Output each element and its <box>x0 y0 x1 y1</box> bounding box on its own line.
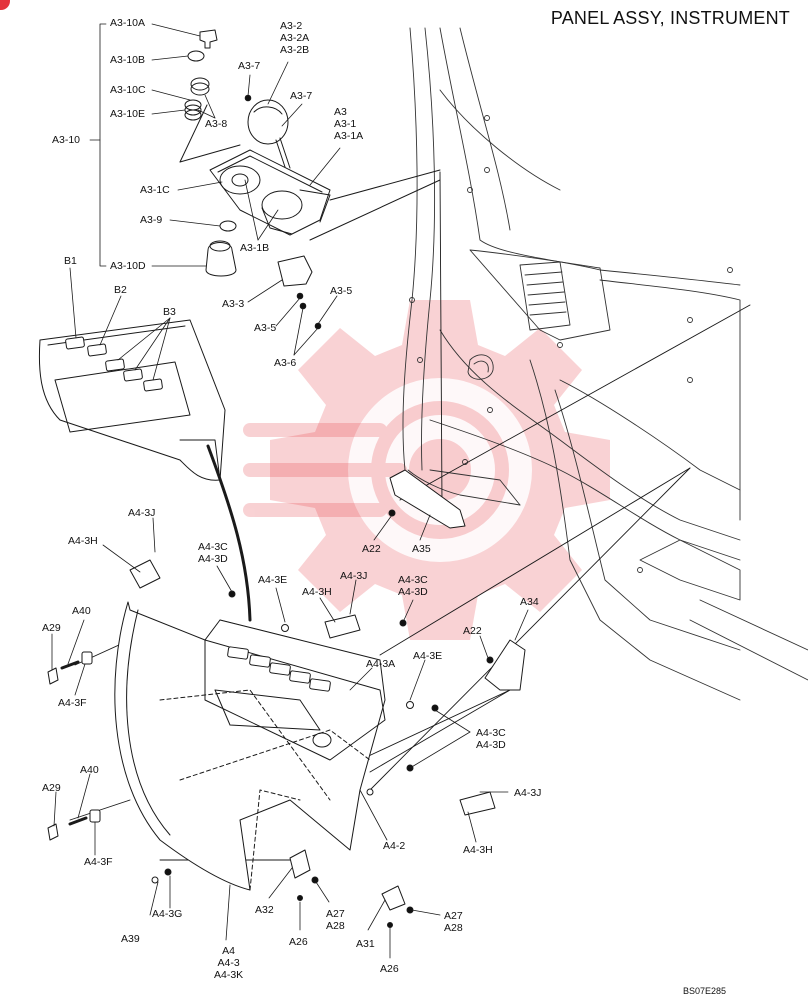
label-a3-group: A3 A3-1 A3-1A <box>334 106 364 142</box>
label-a4-2: A4-2 <box>383 840 406 852</box>
label-a4-3h-right: A4-3H <box>463 844 493 856</box>
label-a35: A35 <box>412 543 431 555</box>
watermark-rings <box>243 401 509 539</box>
label-a4-3c-3d-left: A4-3C A4-3D <box>198 541 228 565</box>
label-a3-7-top: A3-7 <box>238 60 261 72</box>
label-a3-5-left: A3-5 <box>254 322 277 334</box>
label-a22-right: A22 <box>463 625 482 637</box>
drawing-code: BS07E285 <box>682 986 726 996</box>
label-a4-3g: A4-3G <box>152 908 183 920</box>
label-b2: B2 <box>114 284 127 296</box>
label-a3-10e: A3-10E <box>110 108 146 120</box>
label-b3: B3 <box>163 306 176 318</box>
cab-structure <box>402 27 808 701</box>
label-a4-3c-3d-right: A4-3C A4-3D <box>476 727 506 751</box>
label-a3-6: A3-6 <box>274 357 297 369</box>
label-b1: B1 <box>64 255 77 267</box>
label-a26-left: A26 <box>289 936 308 948</box>
label-a4-3f-bottom: A4-3F <box>84 856 113 868</box>
label-a3-7-right: A3-7 <box>290 90 313 102</box>
label-a3-9: A3-9 <box>140 214 163 226</box>
label-a3-5-right: A3-5 <box>330 285 353 297</box>
assembly-guide-lines <box>69 171 751 861</box>
label-a4-3e-right: A4-3E <box>413 650 443 662</box>
label-a4-3j-center: A4-3J <box>340 570 368 582</box>
lower-panel-assembly <box>47 469 526 928</box>
leader-lines <box>51 23 529 959</box>
label-a31: A31 <box>356 938 375 950</box>
shift-lever-assembly <box>179 29 441 330</box>
label-a32: A32 <box>255 904 274 916</box>
label-a34: A34 <box>520 596 539 608</box>
label-a3-10d: A3-10D <box>110 260 146 272</box>
diagram-title: PANEL ASSY, INSTRUMENT <box>550 8 790 28</box>
label-a4-3a: A4-3A <box>366 658 396 670</box>
label-a3-10b: A3-10B <box>110 54 146 66</box>
label-a4-group: A4 A4-3 A4-3K <box>214 945 244 981</box>
label-a4-3h-center: A4-3H <box>302 586 332 598</box>
label-a4-3c-3d-center: A4-3C A4-3D <box>398 574 428 598</box>
label-a4-3f-top: A4-3F <box>58 697 87 709</box>
label-a4-3h-left: A4-3H <box>68 535 98 547</box>
label-a29-bottom: A29 <box>42 782 61 794</box>
label-a3-2-group: A3-2 A3-2A A3-2B <box>280 20 310 56</box>
label-a27-a28-right: A27 A28 <box>444 910 463 934</box>
label-a4-3e-left: A4-3E <box>258 574 288 586</box>
label-a40-bottom: A40 <box>80 764 99 776</box>
label-a27-a28-left: A27 A28 <box>326 908 345 932</box>
label-a3-1b: A3-1B <box>240 242 270 254</box>
label-a4-3j-left: A4-3J <box>128 507 156 519</box>
label-a3-1c: A3-1C <box>140 184 170 196</box>
label-a3-10c: A3-10C <box>110 84 146 96</box>
label-a22-upper: A22 <box>362 543 381 555</box>
label-a3-10a: A3-10A <box>110 17 146 29</box>
label-a40-top: A40 <box>72 605 91 617</box>
label-a26-right: A26 <box>380 963 399 975</box>
corner-marker <box>0 0 10 10</box>
label-a4-3j-right: A4-3J <box>514 787 542 799</box>
label-a39: A39 <box>121 933 140 945</box>
label-a3-8: A3-8 <box>205 118 228 130</box>
label-a3-10: A3-10 <box>52 134 81 146</box>
label-a3-3: A3-3 <box>222 298 245 310</box>
label-a29-top: A29 <box>42 622 61 634</box>
watermark-inner <box>348 378 532 562</box>
switch-panel-bezel <box>38 319 252 622</box>
